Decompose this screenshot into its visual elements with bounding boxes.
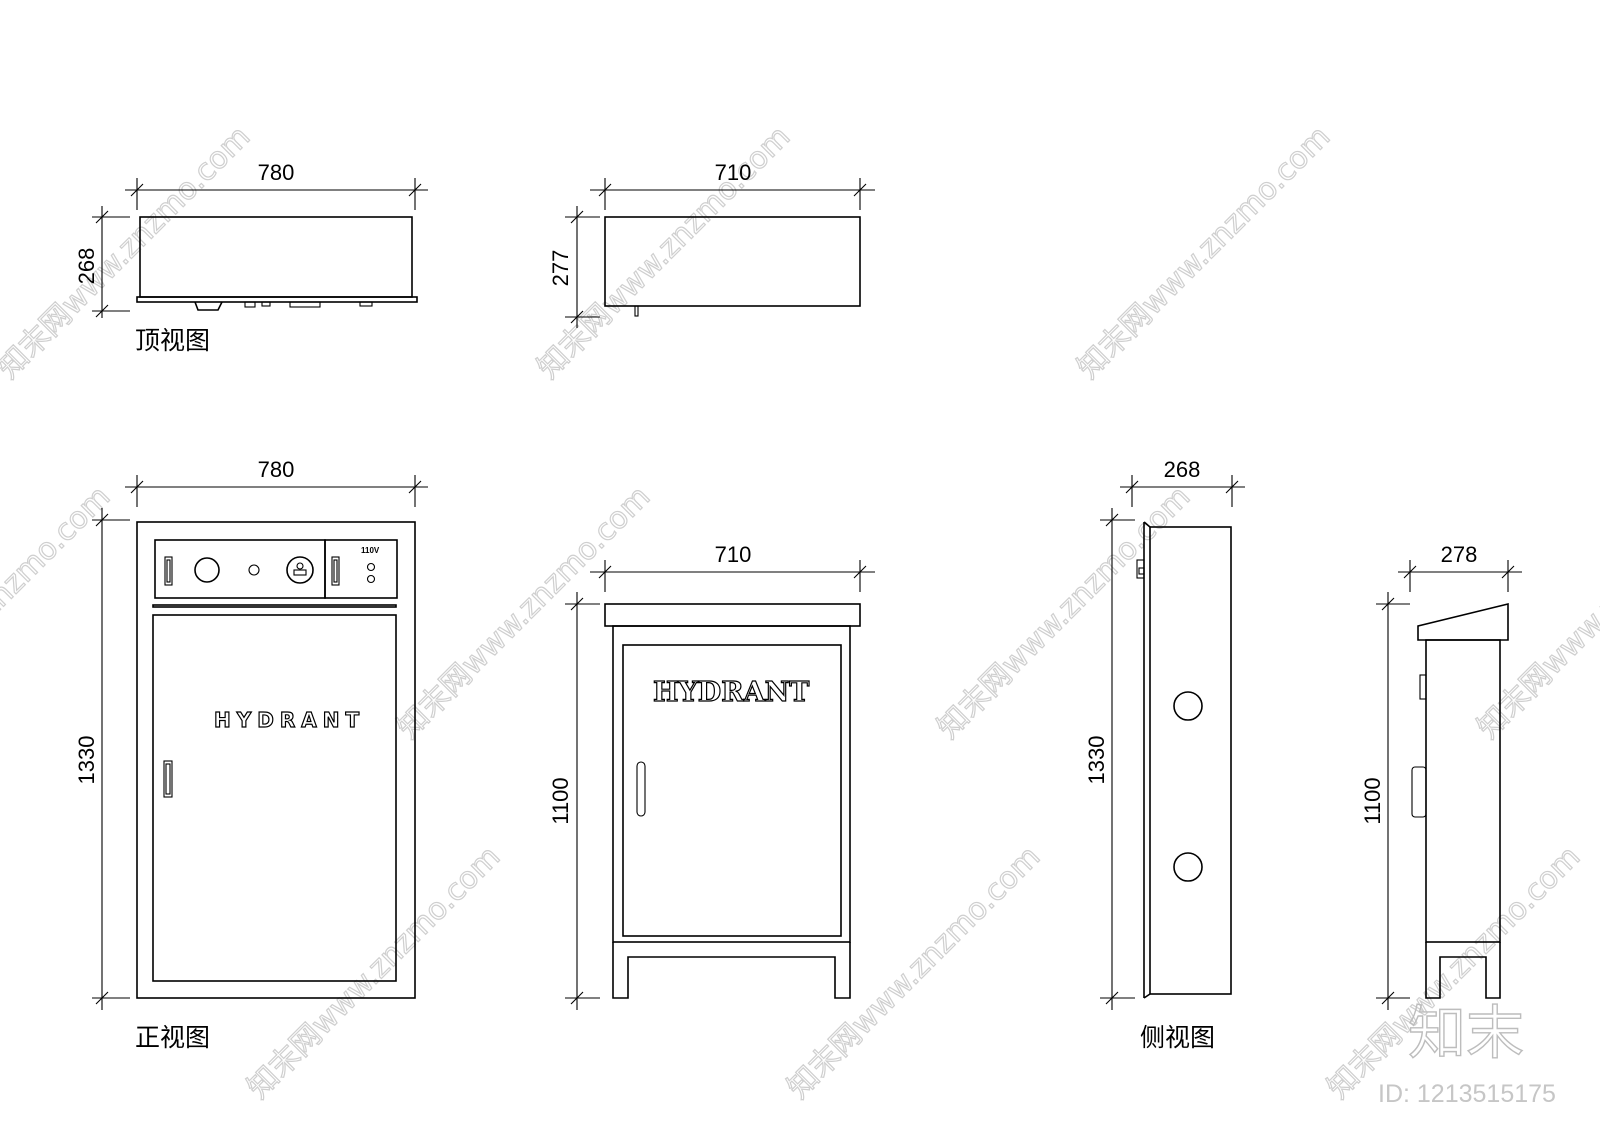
hydrant-label-stand: HYDRANT: [653, 677, 809, 708]
stand-top-view: 710 277: [548, 160, 875, 328]
dim-stand-top-width: 710: [715, 160, 752, 185]
watermark-id: ID: 1213515175: [1378, 1080, 1556, 1108]
dim-top-view-width: 780: [258, 160, 295, 185]
watermark-text: 知末网www.znzmo.com: [0, 119, 257, 385]
side-view: 268 1330 侧视图: [1084, 457, 1245, 1052]
front-view: 780 1330 110V HYDRANT 正视图: [74, 457, 428, 1052]
watermark-text: 知末网www.znzmo.com: [391, 479, 657, 745]
dim-stand-top-height: 277: [548, 250, 573, 287]
dim-side-width: 268: [1164, 457, 1201, 482]
hydrant-label-front: HYDRANT: [214, 708, 365, 732]
watermark-text: 知末网www.znzmo.com: [0, 479, 117, 745]
watermark-text: 知末网www.znzmo.com: [241, 839, 507, 1105]
caption-front-view: 正视图: [135, 1023, 210, 1052]
watermark-logo: 知末: [1408, 999, 1524, 1067]
watermark-text: 知末网www.znzmo.com: [1471, 479, 1600, 745]
stand-front-view: 710 1100 HYDRANT: [548, 542, 875, 1010]
dim-top-view-height: 268: [74, 248, 99, 285]
dim-stand-side-width: 278: [1441, 542, 1478, 567]
watermark-text: 知末网www.znzmo.com: [781, 839, 1047, 1105]
caption-top-view: 顶视图: [135, 326, 210, 355]
stand-side-view: 278 1100: [1360, 542, 1522, 1010]
watermark-text: 知末网www.znzmo.com: [931, 479, 1197, 745]
caption-side-view: 侧视图: [1140, 1023, 1215, 1052]
dim-front-width: 780: [258, 457, 295, 482]
dim-stand-height: 1100: [548, 777, 573, 824]
dim-stand-side-height: 1100: [1360, 777, 1385, 824]
dim-stand-width: 710: [715, 542, 752, 567]
dim-front-height: 1330: [74, 736, 99, 785]
watermark-text: 知末网www.znzmo.com: [1071, 119, 1337, 385]
top-view: 780 268 顶视图: [74, 160, 428, 355]
dim-side-height: 1330: [1084, 736, 1109, 785]
voltage-label: 110V: [361, 546, 380, 555]
